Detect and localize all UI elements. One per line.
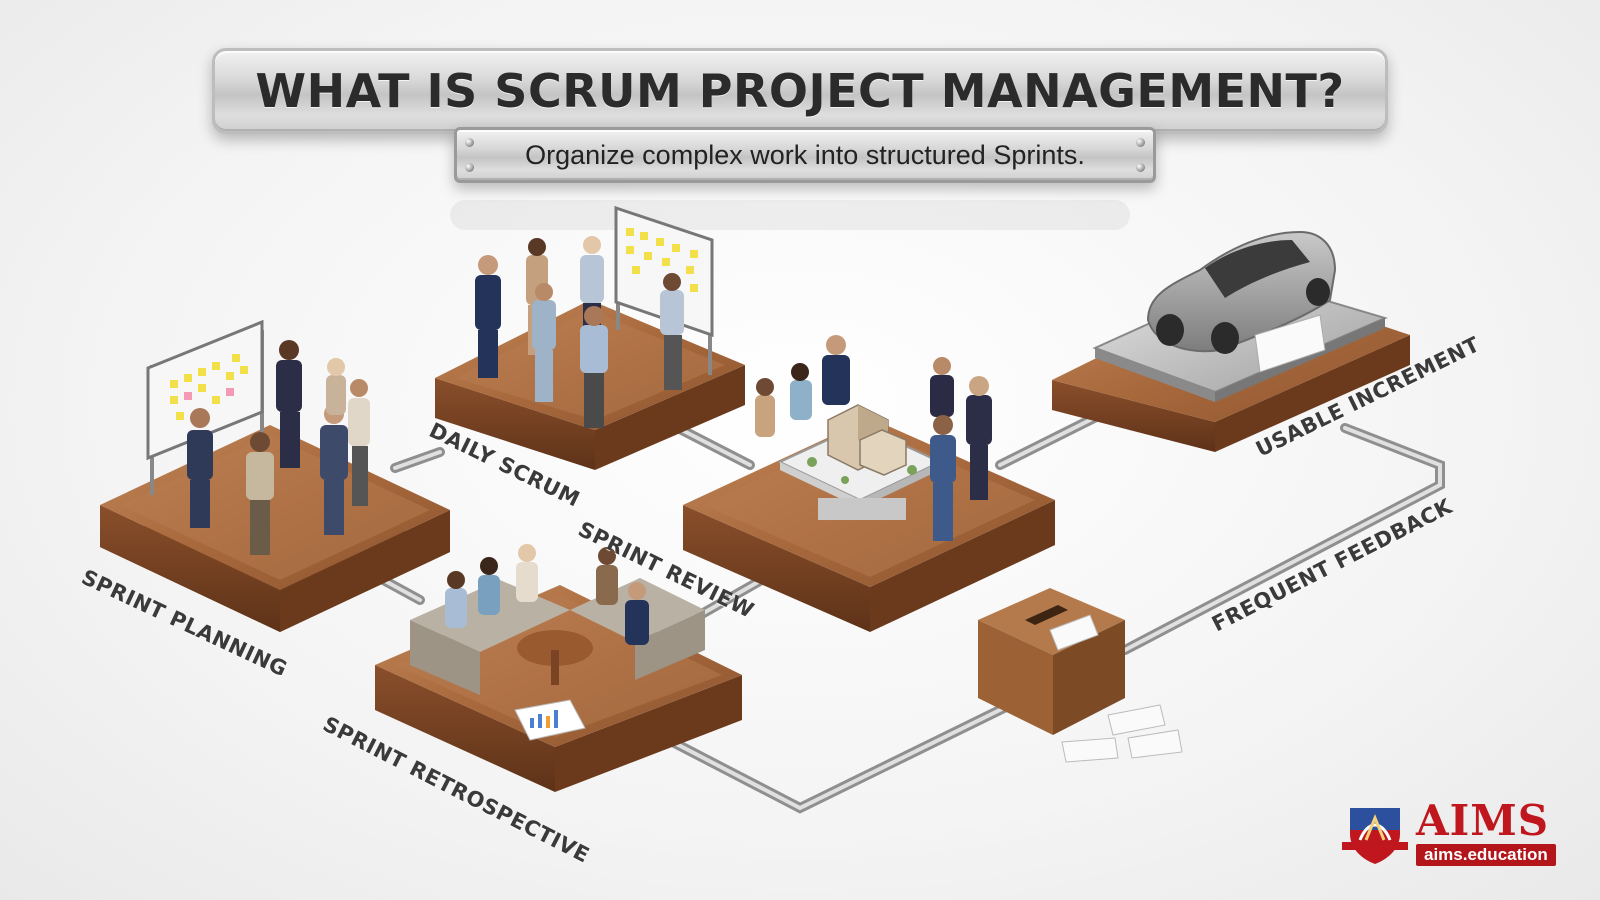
title-shadow	[450, 200, 1130, 230]
building-model	[777, 404, 943, 520]
screw-icon	[1136, 138, 1145, 147]
logo-url[interactable]: aims.education	[1416, 844, 1556, 866]
screw-icon	[465, 163, 474, 172]
aims-logo: AIMS aims.education	[1340, 796, 1590, 868]
whiteboard-planning	[146, 319, 264, 495]
car-model	[1146, 230, 1337, 373]
subtitle-plaque: Organize complex work into structured Sp…	[454, 127, 1156, 183]
page-title: WHAT IS SCRUM PROJECT MANAGEMENT?	[255, 64, 1345, 118]
page-subtitle: Organize complex work into structured Sp…	[525, 139, 1085, 170]
pipe-connectors	[360, 405, 1445, 814]
logo-name: AIMS	[1416, 796, 1550, 845]
whiteboard-daily	[614, 205, 714, 375]
screw-icon	[465, 138, 474, 147]
feedback-box	[978, 588, 1183, 763]
team-people	[187, 236, 992, 645]
screw-icon	[1136, 163, 1145, 172]
title-plaque: WHAT IS SCRUM PROJECT MANAGEMENT?	[212, 48, 1388, 134]
aims-shield-icon	[1342, 808, 1408, 864]
